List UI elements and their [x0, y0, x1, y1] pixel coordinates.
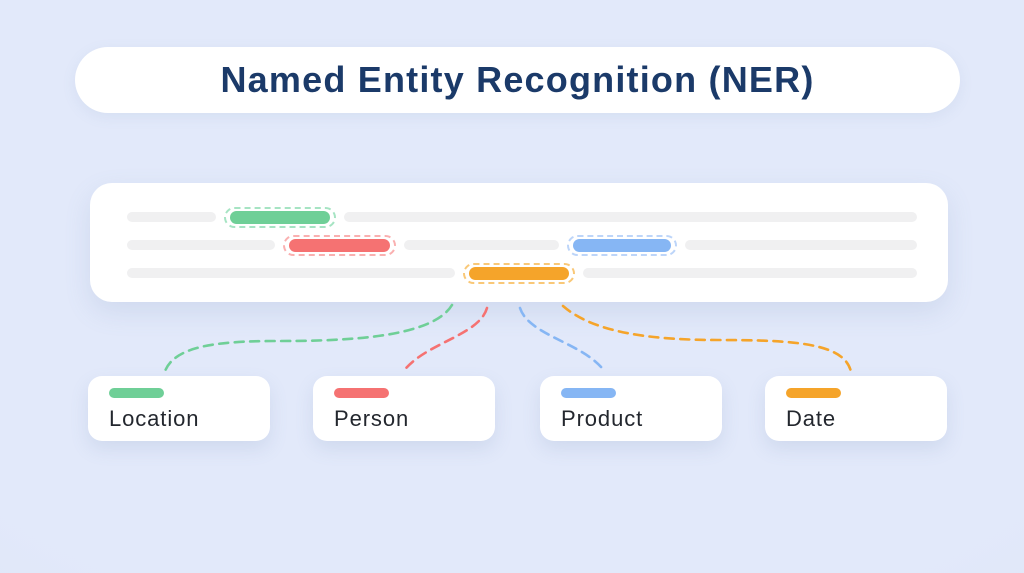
title-pill: Named Entity Recognition (NER): [75, 47, 960, 113]
text-placeholder-bar: [127, 240, 275, 250]
entity-pill-date: [469, 266, 569, 280]
label-text-person: Person: [334, 406, 410, 431]
date-color-swatch: [786, 388, 841, 398]
document-rows: [127, 203, 917, 287]
product-color-swatch: [561, 388, 616, 398]
text-placeholder-bar: [404, 240, 559, 250]
entity-highlight-person: [283, 234, 396, 256]
document-row: [127, 203, 917, 231]
connector-person: [401, 306, 489, 374]
label-card-product: Product: [540, 376, 722, 441]
text-placeholder-bar: [685, 240, 917, 250]
document-card: [90, 183, 948, 302]
label-card-date: Date: [765, 376, 947, 441]
label-card-location: Location: [88, 376, 270, 441]
label-card-person: Person: [313, 376, 495, 441]
page-title: Named Entity Recognition (NER): [220, 59, 815, 100]
label-text-date: Date: [786, 406, 837, 431]
text-placeholder-bar: [127, 212, 216, 222]
entity-highlight-location: [224, 206, 336, 228]
entity-pill-product: [573, 238, 671, 252]
text-placeholder-bar: [583, 268, 917, 278]
document-row: [127, 231, 917, 259]
location-color-swatch: [109, 388, 164, 398]
entity-highlight-product: [567, 234, 677, 256]
connector-location: [162, 303, 454, 376]
label-text-product: Product: [561, 406, 644, 431]
text-placeholder-bar: [127, 268, 455, 278]
connector-product: [518, 306, 607, 374]
document-row: [127, 259, 917, 287]
entity-highlight-date: [463, 262, 575, 284]
entity-pill-location: [230, 210, 330, 224]
person-color-swatch: [334, 388, 389, 398]
entity-pill-person: [289, 238, 390, 252]
label-text-location: Location: [109, 406, 200, 431]
connector-date: [561, 304, 853, 374]
text-placeholder-bar: [344, 212, 917, 222]
